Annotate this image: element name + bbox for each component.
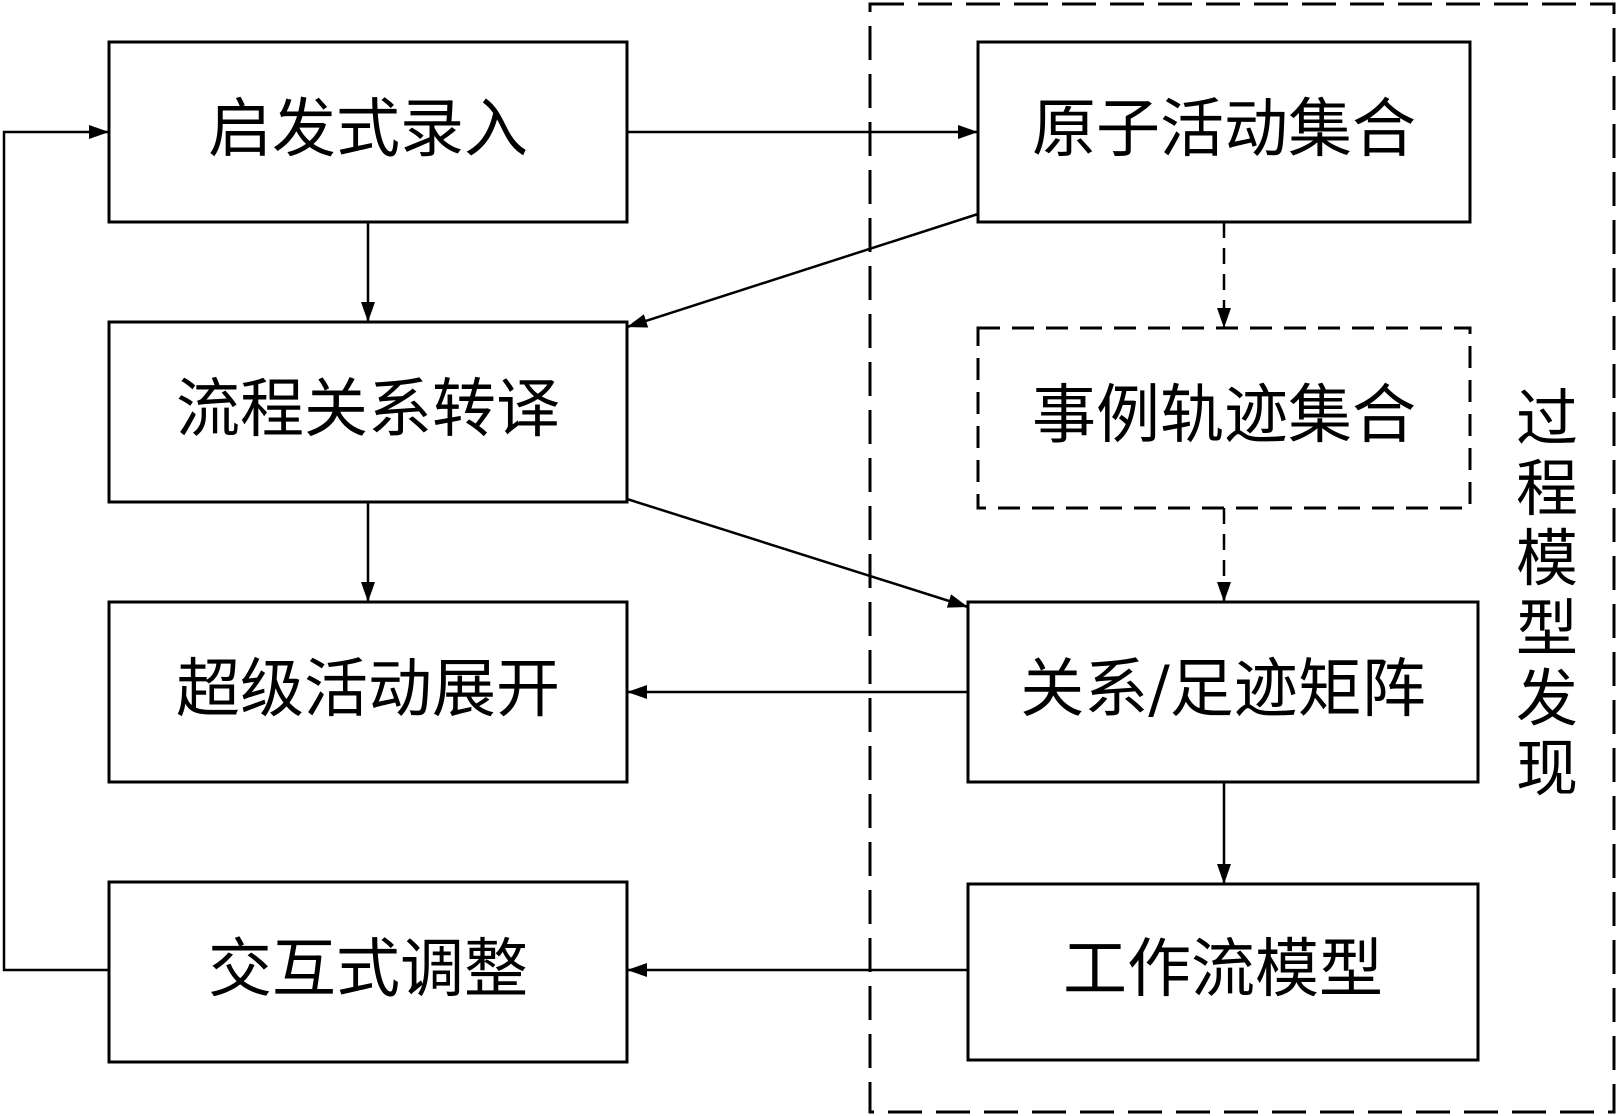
node-relation-footprint-matrix-label: 关系/足迹矩阵 bbox=[1020, 653, 1426, 727]
region-label-char: 程 bbox=[1516, 452, 1578, 525]
node-super-activity-expansion-label: 超级活动展开 bbox=[176, 653, 560, 727]
node-atomic-activity-set-label: 原子活动集合 bbox=[1032, 93, 1416, 167]
edge-adjustment-to-heuristic bbox=[2, 125, 109, 972]
edge-translation-to-matrix bbox=[626, 497, 969, 609]
region-label-char: 现 bbox=[1516, 732, 1578, 805]
node-case-trace-set: 事例轨迹集合 bbox=[976, 326, 1472, 510]
region-label: 过程模型发现 bbox=[1516, 382, 1578, 805]
node-super-activity-expansion: 超级活动展开 bbox=[107, 600, 629, 784]
node-process-relation-translation-label: 流程关系转译 bbox=[176, 373, 560, 447]
region-label-char: 型 bbox=[1516, 592, 1578, 665]
node-relation-footprint-matrix: 关系/足迹矩阵 bbox=[966, 600, 1480, 784]
edge-atomic-to-translation bbox=[626, 212, 979, 329]
node-interactive-adjustment-label: 交互式调整 bbox=[208, 933, 528, 1007]
process-model-discovery-region bbox=[868, 2, 1616, 1114]
region-label-char: 发 bbox=[1516, 662, 1578, 735]
node-case-trace-set-label: 事例轨迹集合 bbox=[1032, 379, 1416, 453]
node-heuristic-input: 启发式录入 bbox=[107, 40, 629, 224]
region-label-char: 模 bbox=[1516, 522, 1578, 595]
node-interactive-adjustment: 交互式调整 bbox=[107, 880, 629, 1064]
node-process-relation-translation: 流程关系转译 bbox=[107, 320, 629, 504]
node-workflow-model: 工作流模型 bbox=[966, 882, 1480, 1062]
region-label-char: 过 bbox=[1516, 382, 1578, 455]
node-heuristic-input-label: 启发式录入 bbox=[208, 93, 528, 167]
node-workflow-model-label: 工作流模型 bbox=[1063, 933, 1383, 1007]
node-atomic-activity-set: 原子活动集合 bbox=[976, 40, 1472, 224]
